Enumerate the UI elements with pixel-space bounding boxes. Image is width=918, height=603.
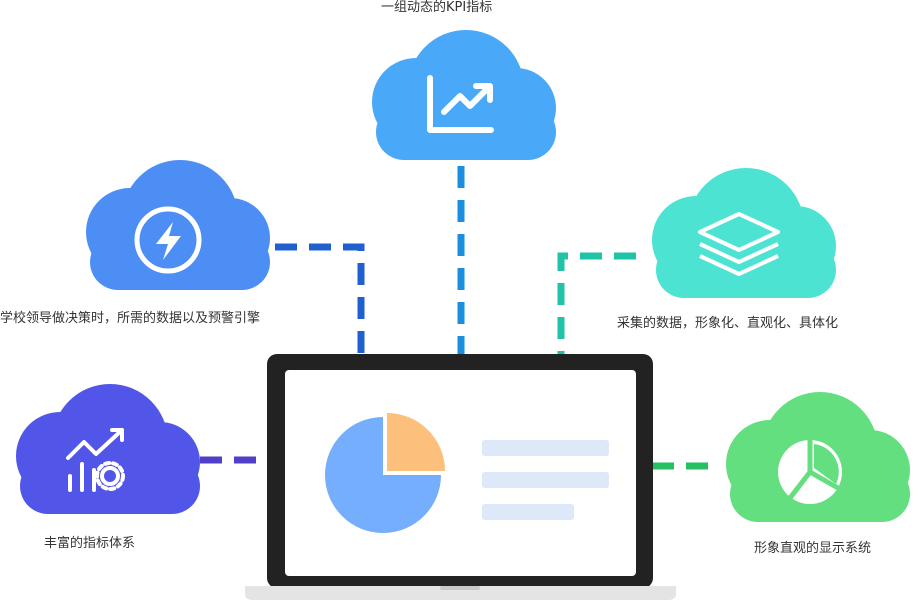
pie-highlight-segment [387, 413, 445, 471]
laptop-icon [245, 354, 676, 600]
label-display: 形象直观的显示系统 [754, 541, 872, 556]
lightning-icon [134, 206, 202, 274]
screen-text-lines [482, 440, 609, 520]
screen-pie-chart [325, 413, 445, 533]
cloud-layers [652, 168, 836, 298]
pie-main-segment [325, 417, 441, 533]
chart-gear-icon [66, 428, 125, 492]
connector-decision [275, 243, 365, 355]
text-line [482, 472, 609, 488]
cloud-decision [86, 160, 270, 290]
label-decision: 学校领导做决策时，所需的数据以及预警引擎 [0, 311, 261, 326]
cloud-indicator [16, 384, 200, 514]
trend-chart-icon [427, 75, 494, 133]
text-line [482, 504, 574, 520]
label-indicator: 丰富的指标体系 [44, 536, 136, 551]
text-line [482, 440, 609, 456]
pie-chart-icon [778, 440, 842, 504]
connectors [200, 166, 716, 470]
layers-icon [698, 212, 780, 276]
cloud-display [726, 392, 910, 522]
laptop-notch [440, 586, 480, 590]
connector-layers [557, 252, 636, 355]
label-layers: 采集的数据，形象化、直观化、具体化 [617, 316, 839, 331]
cloud-kpi [372, 30, 556, 160]
laptop-base [245, 586, 676, 600]
label-kpi: 一组动态的KPI指标 [381, 0, 493, 15]
